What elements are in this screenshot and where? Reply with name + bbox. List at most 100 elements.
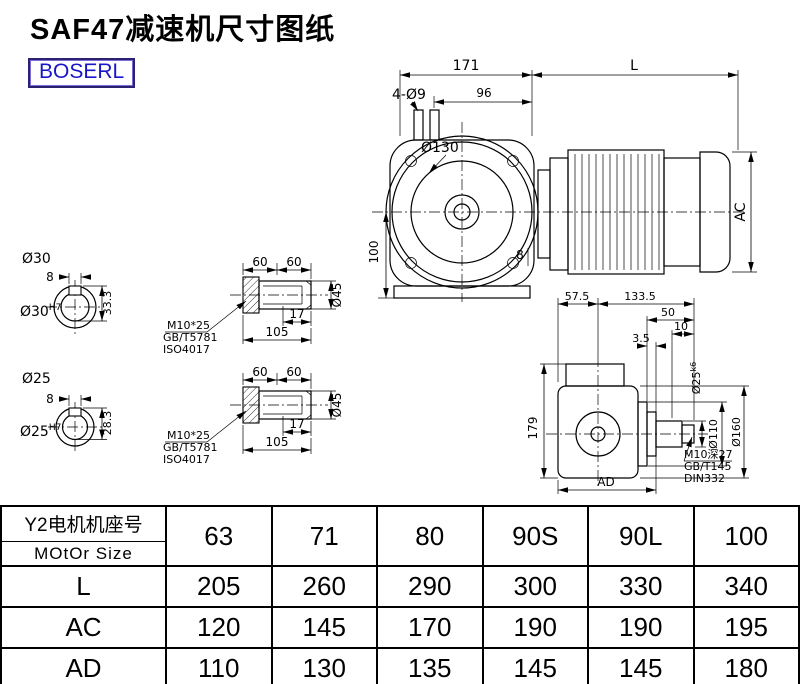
- bearing-boss-circle: [575, 411, 621, 457]
- bore-section-30: Ø30 8 33.3 Ø30H7: [20, 251, 114, 334]
- shaft-center-circle: [590, 426, 606, 442]
- std-iso-note: ISO4017: [163, 453, 210, 466]
- table-row-AD: AD 110 130 135 145 145 180: [0, 647, 800, 684]
- mounting-slot: [413, 109, 424, 141]
- table-cell: 190: [481, 606, 589, 649]
- bore-tol-25: H7: [49, 423, 62, 433]
- dim-171: 171: [453, 58, 480, 74]
- table-row-AC: AC 120 145 170 190 190 195: [0, 606, 800, 649]
- dim-50: 50: [661, 306, 675, 319]
- bore-tol-30: H7: [49, 303, 62, 313]
- motor-size-label-en: MOtOr Size: [34, 544, 133, 563]
- dim-100: 100: [367, 241, 381, 264]
- table-cell: 330: [587, 565, 695, 608]
- key-height-25: 28.3: [101, 411, 114, 436]
- dia-label-25: Ø25: [22, 371, 51, 387]
- table-cell: 145: [270, 606, 378, 649]
- motor-end-cap: [699, 151, 731, 273]
- table-cell: 130: [270, 647, 378, 684]
- table-cell: 135: [376, 647, 484, 684]
- motor-adapter: [537, 169, 551, 259]
- dim-17: 17: [289, 417, 304, 431]
- dim-96: 96: [476, 86, 491, 100]
- dim-10: 10: [674, 320, 688, 333]
- dim-105: 105: [266, 435, 289, 449]
- std-gb-note: GB/T5781: [163, 441, 218, 454]
- dim-179: 179: [526, 417, 540, 440]
- table-cell: 205: [165, 565, 273, 608]
- dim-8: 8: [516, 248, 524, 262]
- bolt-note: M10*25: [167, 429, 210, 442]
- dim-60-a: 60: [252, 365, 267, 379]
- table-cell: 100: [692, 505, 800, 567]
- output-shaft-detail-1: 60 60 17 105 Ø45 M10*25 GB/T5781 ISO4017: [163, 255, 344, 356]
- housing-top: [565, 363, 625, 387]
- hub-circle: [444, 194, 480, 230]
- shaft-body: [258, 280, 312, 310]
- page-title: SAF47减速机尺寸图纸: [30, 14, 336, 46]
- table-cell: 195: [692, 606, 800, 649]
- keyway-lines: [263, 280, 312, 310]
- row-label: AC: [0, 606, 167, 649]
- shaft-tol: k6: [689, 362, 698, 372]
- keyway-slot: [68, 285, 82, 296]
- table-cell: 260: [270, 565, 378, 608]
- std-din-note: DIN332: [684, 472, 725, 485]
- flange-rim-circle: [391, 141, 533, 283]
- shaft-dia: Ø25: [690, 372, 703, 395]
- cooling-fins: [574, 154, 660, 270]
- std-gb-note: GB/T145: [684, 460, 732, 473]
- table-header-cell: Y2电机机座号 MOtOr Size: [0, 505, 167, 567]
- detail1-dimension-lines: [165, 263, 336, 344]
- dim-17: 17: [289, 307, 304, 321]
- shaft-flange: [242, 386, 260, 424]
- dim-d110: Ø110: [707, 419, 720, 449]
- table-cell: 180: [692, 647, 800, 684]
- dim-L: L: [630, 58, 638, 74]
- dim-d160: Ø160: [730, 417, 743, 447]
- brand-logo: BOSERL: [28, 58, 136, 88]
- technical-drawing: 171 L 96 4-Ø9 Ø130 100 AC 8: [20, 58, 757, 494]
- dim-133-5: 133.5: [624, 290, 656, 303]
- row-label: AD: [0, 647, 167, 684]
- dim-57-5: 57.5: [565, 290, 590, 303]
- motor-size-label-cn: Y2电机机座号: [2, 507, 165, 542]
- bore-25-dimension-lines: [59, 395, 107, 440]
- table-cell: 90S: [481, 505, 589, 567]
- tap-hole-note: M10深27: [684, 448, 733, 461]
- side-view: 57.5 133.5 50 10 3.5 Ø25k6 Ø110 Ø160 179…: [526, 290, 749, 494]
- key-height-30: 33.3: [101, 291, 114, 316]
- row-label: L: [0, 565, 167, 608]
- bolt-note: M10*25: [167, 319, 210, 332]
- shaft-dia-callout: Ø25k6: [689, 362, 703, 394]
- side-view-dimension-lines: [540, 298, 749, 494]
- table-cell: 71: [270, 505, 378, 567]
- table-cell: 145: [481, 647, 589, 684]
- holes-callout: 4-Ø9: [392, 87, 426, 103]
- mounting-slot: [429, 109, 440, 141]
- table-cell: 145: [587, 647, 695, 684]
- output-shaft-detail-2: 60 60 17 105 Ø45 M10*25 GB/T5781 ISO4017: [163, 365, 344, 466]
- keyway-slot: [68, 407, 82, 417]
- dimension-table: Y2电机机座号 MOtOr Size 63 71 80 90S 90L 100 …: [0, 505, 800, 684]
- bore-dia-25: Ø25: [20, 424, 49, 440]
- bore-tol-label-30: Ø30H7: [20, 303, 61, 320]
- motor-bell: [549, 157, 569, 271]
- bore-tol-label-25: Ø25H7: [20, 423, 61, 440]
- table-row-L: L 205 260 290 300 330 340: [0, 565, 800, 608]
- table-cell: 340: [692, 565, 800, 608]
- dim-105: 105: [266, 325, 289, 339]
- bolt-hole: [507, 155, 519, 167]
- detail2-dimension-lines: [165, 373, 336, 454]
- bolt-hole: [507, 257, 519, 269]
- dim-AD: AD: [597, 475, 614, 489]
- dim-d45: Ø45: [330, 283, 344, 308]
- table-cell: 90L: [587, 505, 695, 567]
- shaft-flange: [242, 276, 260, 314]
- shaft-body: [258, 390, 312, 420]
- gearbox-foot: [393, 285, 531, 299]
- bore-dia-30: Ø30: [20, 304, 49, 320]
- table-cell: 170: [376, 606, 484, 649]
- table-cell: 80: [376, 505, 484, 567]
